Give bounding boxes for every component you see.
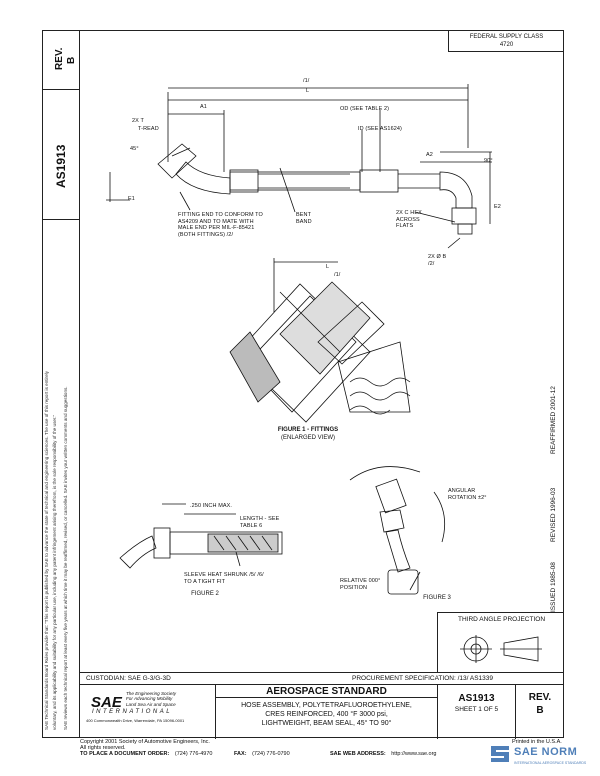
figure-1-caption: FIGURE 1 - FITTINGS (ENLARGED VIEW) <box>277 427 339 441</box>
sidebar-rev-box: REV. B <box>42 30 80 90</box>
revised-date: REVISED 1996-03 <box>550 487 557 542</box>
figure-3-caption: FIGURE 3 <box>423 595 451 601</box>
sae-norm-tagline: INTERNATIONAL AEROSPACE STANDARDS <box>514 761 587 765</box>
title-block: CUSTODIAN: SAE G-3/G-3D PROCUREMENT SPEC… <box>80 672 564 739</box>
doc-number-cell: AS1913 SHEET 1 OF 5 <box>438 685 516 739</box>
fig2-length-note: LENGTH - SEE TABLE 6 <box>240 516 280 529</box>
sidebar-doc-number: AS1913 <box>54 144 68 188</box>
figure-2-sleeve-view <box>119 503 283 569</box>
fax-line: FAX: (724) 776-0790 <box>234 751 290 757</box>
sae-logo-international: INTERNATIONAL <box>92 709 173 715</box>
sae-logo-tagline: The Engineering Society For Advancing Mo… <box>126 691 177 707</box>
federal-supply-class-value: 4720 <box>499 42 514 48</box>
title-block-header-row: CUSTODIAN: SAE G-3/G-3D PROCUREMENT SPEC… <box>80 673 564 685</box>
hose-assembly-top-view <box>106 84 492 249</box>
left-sidebar: REV. B AS1913 SAE Technical Standards Bo… <box>42 30 80 738</box>
fig2-dim-250: .250 INCH MAX. <box>190 503 233 509</box>
sidebar-notice-line-1: SAE Technical Standards Board Rules prov… <box>44 371 49 730</box>
label-e1: E1 <box>128 196 135 202</box>
copyright-line: Copyright 2001 Society of Automotive Eng… <box>80 739 210 745</box>
custodian-text: CUSTODIAN: SAE G-3/G-3D <box>86 675 171 682</box>
title-cell: AEROSPACE STANDARD HOSE ASSEMBLY, POLYTE… <box>216 685 438 739</box>
label-2x-t: 2X T <box>132 118 144 124</box>
label-a2: A2 <box>426 152 433 158</box>
figure-3-rotation-view <box>349 466 446 595</box>
sidebar-notice-line-3: SAE reviews each technical report at lea… <box>63 386 68 730</box>
label-id: ID (SEE AS1624) <box>358 126 402 132</box>
sidebar-rev-value: B <box>66 56 77 64</box>
label-angle-90: 90° <box>484 158 493 164</box>
procurement-spec-text: PROCUREMENT SPECIFICATION: /13/ AS1339 <box>352 675 493 682</box>
third-angle-projection-box: THIRD ANGLE PROJECTION <box>437 612 564 672</box>
figure-2-caption: FIGURE 2 <box>191 591 219 597</box>
sidebar-docnum-box: AS1913 <box>42 90 80 220</box>
fig1-l-ref: /1/ <box>334 272 341 278</box>
sheet-number: SHEET 1 OF 5 <box>454 706 499 713</box>
dia-b-note: 2X Ø B /2/ <box>428 254 447 267</box>
sae-logo-cell: SAE The Engineering Society For Advancin… <box>80 685 216 739</box>
third-angle-symbol <box>460 635 542 663</box>
rights-line: All rights reserved. <box>80 745 126 751</box>
title-block-doc-number: AS1913 <box>458 693 495 704</box>
label-angle-45: 45° <box>130 146 139 152</box>
sidebar-notice-line-2: voluntary, and its applicability and sui… <box>52 414 57 730</box>
rev-cell: REV. B <box>516 685 564 739</box>
third-angle-title: THIRD ANGLE PROJECTION <box>457 616 546 623</box>
svg-text:SAE: SAE <box>91 694 123 709</box>
bent-band-note: BENT BAND <box>296 212 312 225</box>
label-e2: E2 <box>494 204 501 210</box>
document-title: HOSE ASSEMBLY, POLYTETRAFLUOROETHYLENE, … <box>241 702 412 727</box>
issued-date: ISSUED 1985-08 <box>550 562 557 612</box>
reaffirmed-date: REAFFIRMED 2001-12 <box>550 386 557 454</box>
label-t-read: T-READ <box>138 126 159 132</box>
hex-note: 2X C HEX ACROSS FLATS <box>396 210 422 229</box>
label-od: OD (SEE TABLE 2) <box>340 106 390 112</box>
label-a1: A1 <box>200 104 207 110</box>
fig3-angular-note: ANGULAR ROTATION ±2° <box>448 488 487 501</box>
title-block-rev-value: B <box>536 705 544 716</box>
fig2-sleeve-note: SLEEVE HEAT SHRUNK /5/ /6/ TO A TIGHT FI… <box>184 572 264 585</box>
sae-logo-address: 400 Commonwealth Drive, Warrendale, PA 1… <box>86 718 185 723</box>
aerospace-standard-heading: AEROSPACE STANDARD <box>216 685 437 698</box>
figure-1-fitting-view <box>229 258 411 423</box>
federal-supply-class-box: FEDERAL SUPPLY CLASS 4720 <box>448 30 564 52</box>
engineering-drawing <box>106 84 492 595</box>
label-l: L <box>306 88 310 94</box>
sae-logo-icon: SAE <box>91 694 123 709</box>
order-line: TO PLACE A DOCUMENT ORDER: (724) 776-497… <box>80 751 213 757</box>
sae-norm-text: SAE NORM <box>514 746 578 758</box>
printed-line: Printed in the U.S.A. <box>512 739 562 745</box>
sidebar-rev-label: REV. <box>54 47 65 70</box>
label-l-ref: /1/ <box>303 78 310 84</box>
drawing-frame <box>42 30 564 738</box>
fitting-note: FITTING END TO CONFORM TO AS4209 AND TO … <box>178 212 263 238</box>
fig3-relative-note: RELATIVE 000° POSITION <box>340 578 381 591</box>
web-url-link[interactable]: http://www.sae.org <box>391 751 437 757</box>
fig1-l-label: L <box>326 264 330 270</box>
sae-norm-logo-icon <box>491 746 509 762</box>
title-block-rev-label: REV. <box>528 692 552 703</box>
sae-norm-watermark: SAE NORM INTERNATIONAL AEROSPACE STANDAR… <box>488 742 598 772</box>
web-line: SAE WEB ADDRESS: http://www.sae.org <box>330 751 437 757</box>
federal-supply-class-label: FEDERAL SUPPLY CLASS <box>469 34 544 40</box>
